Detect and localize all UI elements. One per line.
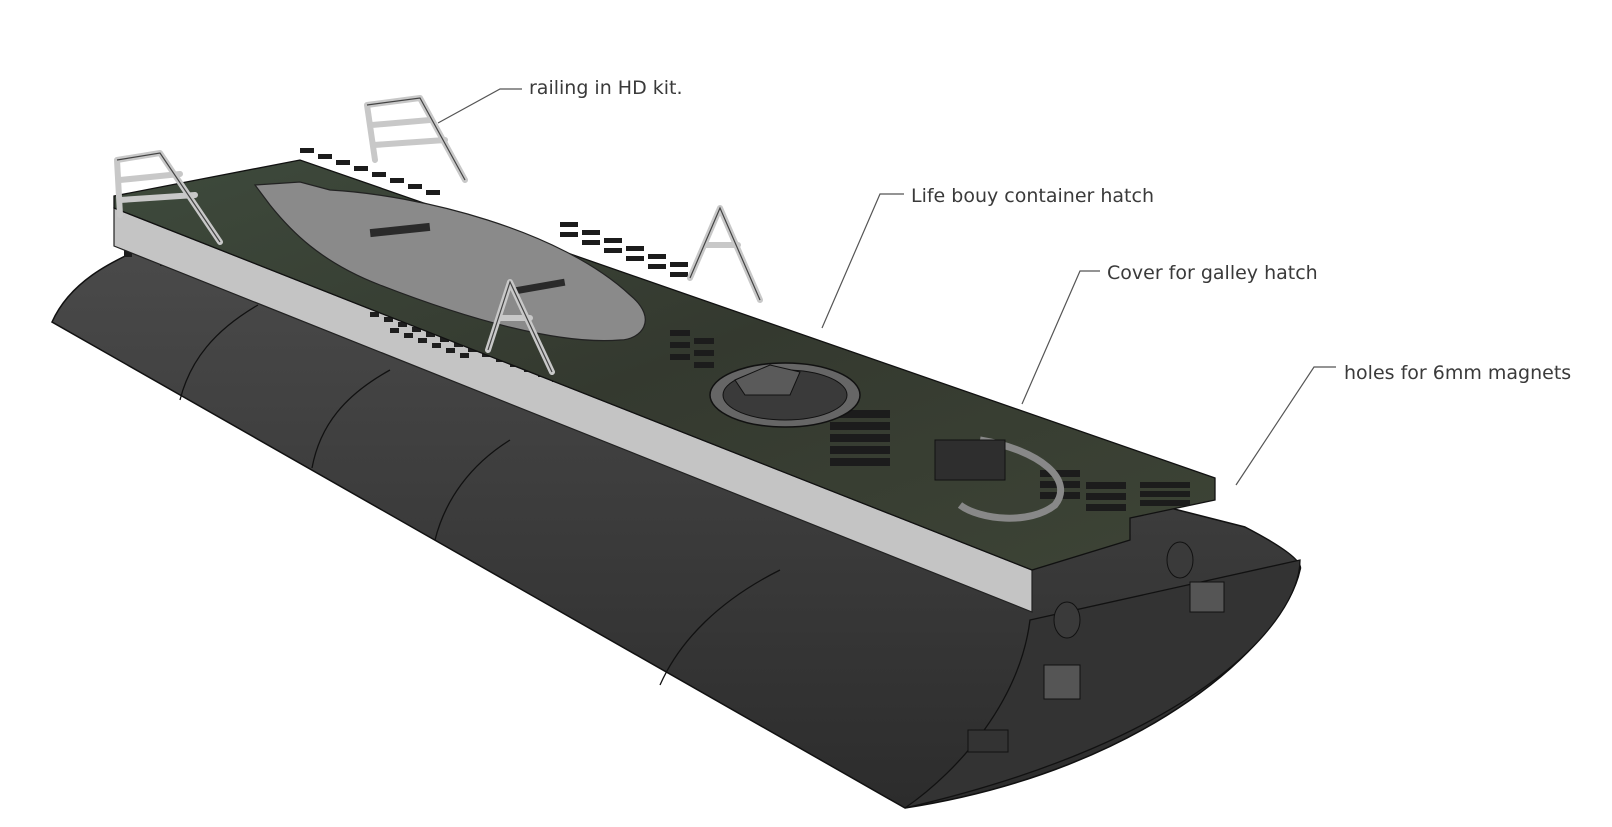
callout-magnet-holes: holes for 6mm magnets (1344, 362, 1572, 384)
leader-lines (437, 88, 1336, 486)
deck-slot (369, 222, 431, 238)
deck-slot (514, 278, 566, 295)
galley-hatch-cover (934, 436, 1065, 522)
hull (51, 246, 1302, 809)
callout-galley-hatch: Cover for galley hatch (1107, 262, 1318, 284)
callout-life-buoy-hatch: Life bouy container hatch (911, 185, 1154, 207)
life-buoy-hatch (709, 362, 861, 428)
callout-railing: railing in HD kit. (529, 77, 683, 99)
deck-raised-panel (253, 181, 646, 342)
